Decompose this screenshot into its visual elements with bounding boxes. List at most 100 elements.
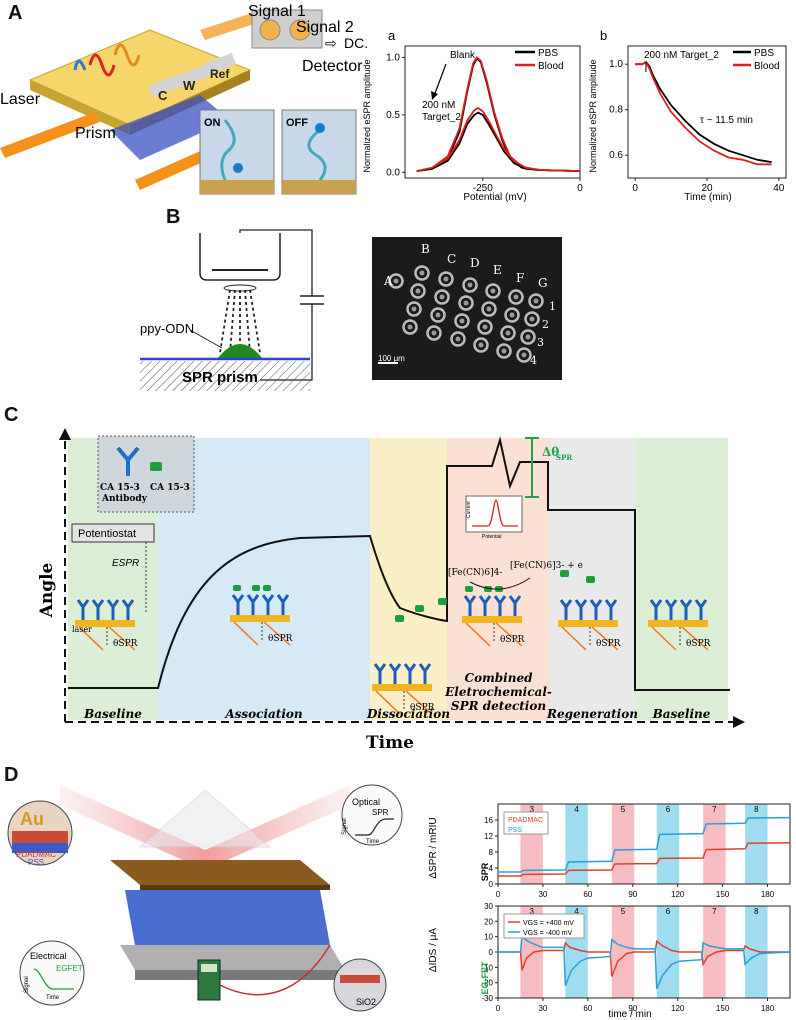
y-tick-label: 8: [489, 848, 494, 857]
antibody-icon: [373, 663, 387, 684]
micro-col-b: B: [421, 242, 430, 256]
prism-hatch: [140, 361, 310, 391]
spot-core: [525, 334, 531, 340]
x-tick-label: 180: [761, 890, 775, 899]
phase-band: [635, 438, 728, 720]
spot: [485, 283, 501, 299]
antibody-icon: [664, 599, 678, 620]
chart-a-ylabel: Normalized eSPR amplitude: [362, 59, 372, 172]
incident-ray: [561, 626, 587, 651]
chart-a-annotation-blank: Blank: [450, 50, 476, 61]
phase-label: Regeneration: [546, 707, 638, 721]
electrolyte-d: [125, 890, 330, 945]
legend-box: [503, 811, 549, 835]
laser-label: Laser: [0, 91, 41, 108]
si-layer-d: [135, 970, 345, 980]
theta-label: θSPR: [410, 703, 435, 713]
legend-antibody-label-2: Antibody: [101, 494, 148, 504]
gold-layer-d: [110, 860, 330, 885]
spot: [481, 301, 497, 317]
ray-4: [244, 289, 251, 354]
spot-core: [439, 294, 445, 300]
x-tick-label: 60: [583, 890, 592, 899]
chart-a-xlabel: Potential (mV): [463, 192, 526, 203]
band-label: 7: [712, 805, 717, 814]
c-xlabel: Time: [366, 733, 414, 753]
wire-top: [239, 229, 313, 296]
antibody-icon: [121, 599, 135, 620]
antigen-icon: [252, 585, 260, 591]
ray-2: [229, 289, 236, 354]
spot: [388, 273, 404, 289]
chart-d-spr-ylabel: ΔSPR / mRIU: [428, 817, 439, 878]
potentiostat-wire: [118, 541, 147, 612]
panel-d-schematic: Au PDADMAC PSS Optical SPR Signal Time E…: [7, 784, 403, 1012]
micro-col-a: A: [383, 274, 393, 288]
series-line: [498, 939, 790, 977]
optical-beams: [60, 785, 350, 870]
legend-label: Blood: [754, 61, 780, 72]
y-tick-label: 10: [484, 933, 493, 942]
redox-arrow-icon: [469, 577, 531, 590]
electrical-time-label: Time: [46, 995, 60, 1001]
ppy-arrow-icon: [189, 329, 223, 349]
y-tick-label: -20: [481, 979, 493, 988]
x-tick-label: 180: [761, 1004, 775, 1013]
panel-letter-d: D: [4, 764, 19, 786]
electrolyte-cell: [199, 233, 281, 281]
shaded-band: [703, 906, 726, 998]
signal-1-label: Signal 1: [248, 3, 306, 20]
spot-core: [490, 288, 496, 294]
aptamer-off: [307, 128, 327, 181]
spr-label-d: SPR: [372, 808, 389, 817]
redox-tag-on-icon: [233, 163, 243, 173]
reflected-ray: [108, 626, 136, 651]
x-tick-label: 0: [577, 183, 583, 194]
spot-core: [463, 300, 469, 306]
phase-label: Association: [224, 707, 302, 721]
theta-label: θSPR: [596, 639, 621, 649]
shaded-band: [745, 906, 768, 998]
detector-lens-1: [259, 19, 281, 41]
spot: [473, 337, 489, 353]
series-line: [635, 60, 772, 163]
y-tick-label: -10: [481, 963, 493, 972]
band-label-bg: [612, 804, 634, 814]
spot: [477, 319, 493, 335]
cv-peak: [472, 499, 518, 527]
antigen-float: [438, 598, 447, 605]
micro-col-d: D: [470, 256, 480, 270]
y-tick-label: 1.0: [386, 52, 400, 63]
prism-label: Prism: [75, 125, 116, 142]
x-tick-label: 20: [701, 183, 713, 194]
antibody-icon: [589, 599, 603, 620]
optical-time-label: Time: [366, 839, 380, 845]
laser-beam: [0, 112, 100, 158]
antibody-icon: [679, 599, 693, 620]
antibody-icon: [261, 594, 275, 615]
reflected-ray: [263, 621, 291, 646]
state-off-label: OFF: [286, 117, 308, 129]
spot-core: [431, 330, 437, 336]
spot: [504, 307, 520, 323]
sio2-layer-d: [120, 945, 345, 970]
antibody-icon: [478, 595, 492, 616]
gold-chip: [462, 616, 522, 623]
reflected-ray: [405, 690, 433, 715]
spot: [450, 331, 466, 347]
antibody-icon: [508, 595, 522, 616]
legend-label: PBS: [754, 48, 774, 59]
antibody-icon: [76, 599, 90, 620]
ray-5: [249, 289, 261, 354]
spot: [406, 301, 422, 317]
antibody-icon: [694, 599, 708, 620]
phase-label: Combined: [465, 671, 534, 685]
incident-ray: [375, 690, 401, 715]
c-ylabel: Angle: [37, 562, 57, 618]
legend-label: PBS: [538, 48, 558, 59]
theta-label: θSPR: [500, 635, 525, 645]
antigen-float: [586, 576, 595, 583]
spot-core: [486, 306, 492, 312]
chart-a-arrow-icon: [433, 63, 447, 97]
x-tick-label: 0: [632, 183, 638, 194]
